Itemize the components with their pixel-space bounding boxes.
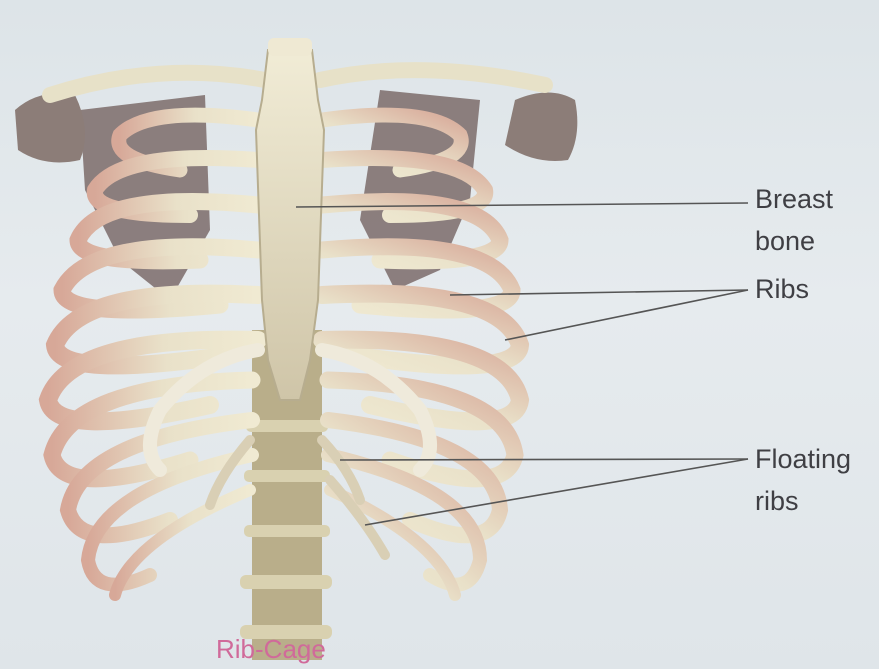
caption-rib-cage: Rib-Cage <box>216 634 326 665</box>
label-floating-ribs-line2: ribs <box>755 480 851 522</box>
label-floating-ribs-line1: Floating <box>755 438 851 480</box>
right-shoulder-head <box>505 93 577 162</box>
leader-floating-1 <box>340 459 748 460</box>
label-ribs: Ribs <box>755 268 809 310</box>
left-shoulder-head <box>15 93 85 162</box>
label-breast-bone-line1: Breast <box>755 178 833 220</box>
leader-ribs-2 <box>505 290 748 340</box>
label-floating-ribs: Floating ribs <box>755 438 851 522</box>
label-breast-bone-line2: bone <box>755 220 833 262</box>
leader-ribs-1 <box>450 290 748 295</box>
label-breast-bone: Breast bone <box>755 178 833 262</box>
